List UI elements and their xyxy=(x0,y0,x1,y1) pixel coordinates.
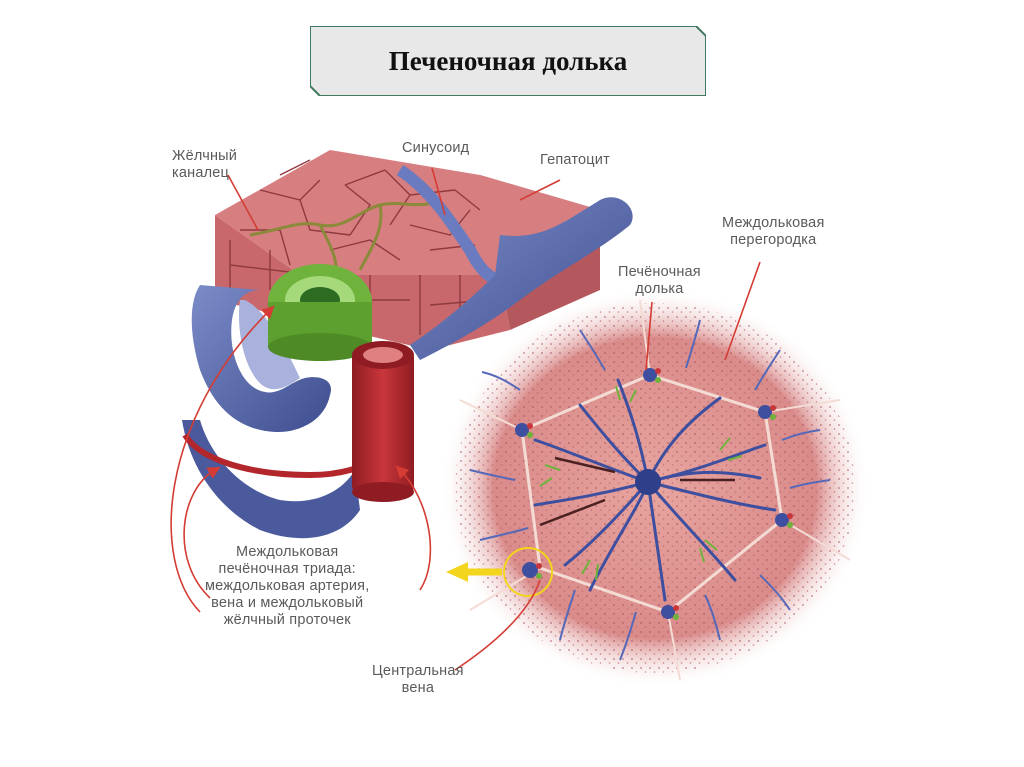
interlobular-artery xyxy=(352,352,414,492)
leader-lines xyxy=(170,167,761,671)
central-vein xyxy=(635,469,661,495)
title-frame xyxy=(310,26,706,96)
label-interlobular-septum: Междольковая перегородка xyxy=(722,215,825,248)
outer-sinusoids xyxy=(469,319,831,661)
label-central-vein: Центральная вена xyxy=(372,663,464,696)
lobule-cross-section xyxy=(440,288,870,688)
portal-triads xyxy=(515,368,793,620)
tissue-block-3d xyxy=(182,150,633,539)
sinusoid-channel xyxy=(396,165,512,291)
title-box: Печеночная долька xyxy=(310,26,706,96)
page-title: Печеночная долька xyxy=(388,45,628,76)
label-hepatocyte: Гепатоцит xyxy=(540,152,610,168)
blood-flow-arrows xyxy=(539,456,735,527)
label-bile-canaliculus: Жёлчный каналец xyxy=(172,148,238,181)
interlobular-vein xyxy=(191,285,331,433)
label-sinusoid: Синусоид xyxy=(402,140,470,156)
label-hepatic-lobule: Печёночная долька xyxy=(618,264,701,297)
label-portal-triad: Междольковая печёночная триада: междольк… xyxy=(205,544,370,628)
hepatic-vein-branch xyxy=(410,197,633,360)
bile-ductules xyxy=(539,385,743,581)
triad-highlight xyxy=(503,547,553,597)
